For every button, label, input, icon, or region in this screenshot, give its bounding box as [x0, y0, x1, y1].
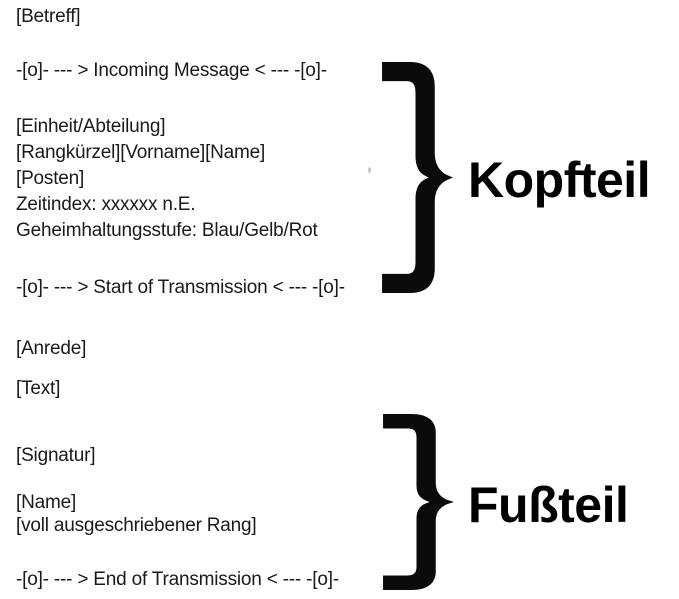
fussteil-label: Fußteil — [468, 477, 629, 533]
line-betreff: [Betreff] — [16, 6, 81, 27]
kopfteil-label: Kopfteil — [468, 152, 651, 208]
line-signatur: [Signatur] — [16, 445, 96, 466]
line-voll-ausgeschriebener-rang: [voll ausgeschriebener Rang] — [16, 515, 257, 536]
kopfteil-brace-icon — [382, 62, 453, 293]
line-text: [Text] — [16, 378, 61, 399]
fussteil-brace-icon — [383, 414, 454, 590]
line-zeitindex: Zeitindex: xxxxxx n.E. — [16, 194, 196, 215]
line-einheit-abteilung: [Einheit/Abteilung] — [16, 116, 166, 137]
line-rang-vorname-name: [Rangkürzel][Vorname][Name] — [16, 142, 266, 163]
separator-incoming-message: -[o]- --- > Incoming Message < --- -[o]- — [16, 60, 327, 81]
separator-end-of-transmission: -[o]- --- > End of Transmission < --- -[… — [16, 569, 339, 590]
line-posten: [Posten] — [16, 168, 85, 189]
line-geheimhaltungsstufe: Geheimhaltungsstufe: Blau/Gelb/Rot — [16, 220, 318, 241]
line-anrede: [Anrede] — [16, 338, 87, 359]
separator-start-of-transmission: -[o]- --- > Start of Transmission < --- … — [16, 277, 345, 298]
line-name: [Name] — [16, 492, 77, 513]
artifact-speck — [368, 167, 371, 173]
